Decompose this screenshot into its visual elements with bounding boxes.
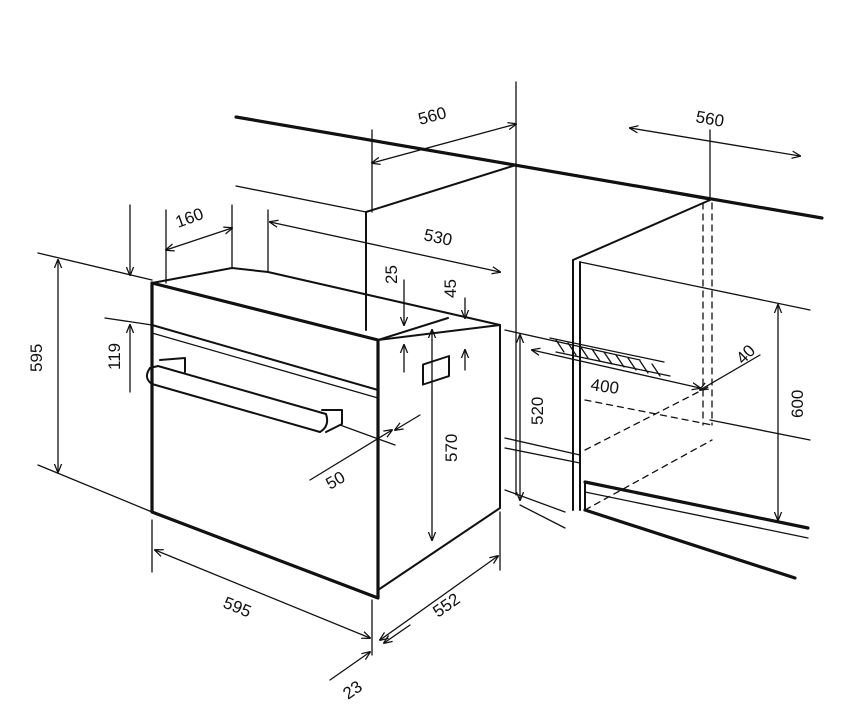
dim-niche-height-600: 600 (788, 390, 807, 418)
dim-gap-45: 45 (441, 279, 460, 298)
dim-vent-width: 40 (732, 341, 759, 368)
dim-cabinet-top-depth: 560 (416, 103, 448, 129)
dim-oven-depth: 552 (429, 589, 463, 621)
dim-door-thickness: 23 (339, 677, 365, 703)
dim-handle-depth: 50 (323, 468, 349, 494)
dim-niche-height-520: 520 (528, 397, 547, 425)
oven-handle (146, 357, 343, 433)
dim-vent-length: 400 (589, 375, 620, 398)
dim-oven-width: 595 (221, 593, 254, 621)
dim-gap-25: 25 (382, 265, 401, 284)
dim-oven-height: 595 (27, 344, 46, 372)
dim-body-height: 570 (442, 434, 461, 462)
oven-body (146, 267, 501, 600)
dimension-lines (37, 124, 800, 681)
dim-niche-depth: 560 (694, 107, 725, 131)
cabinet-structure (234, 81, 824, 580)
dim-oven-body-depth: 530 (422, 225, 454, 249)
dim-oven-top-offset: 160 (173, 204, 206, 232)
dim-panel-height: 119 (105, 343, 124, 370)
vent-slots (549, 337, 671, 377)
